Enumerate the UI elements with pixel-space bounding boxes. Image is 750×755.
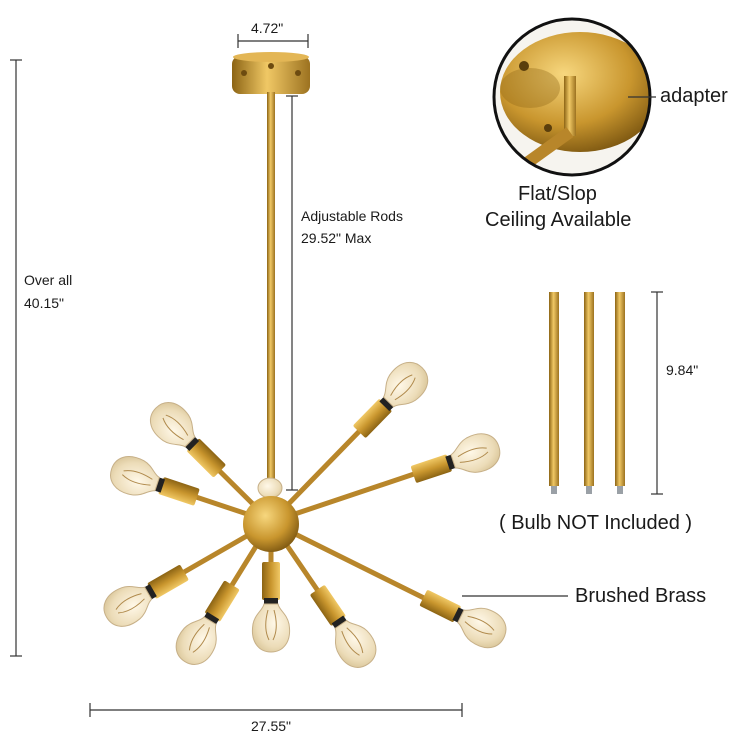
bulb-bottom-left bbox=[168, 574, 249, 672]
bulb-upper-right bbox=[345, 354, 436, 446]
rods-label-line2: 29.52" Max bbox=[301, 230, 372, 246]
adapter-detail bbox=[492, 17, 652, 177]
extension-rods bbox=[549, 292, 625, 494]
ceiling-label-line1: Flat/Slop bbox=[518, 183, 597, 205]
bulb-bottom-right bbox=[301, 578, 384, 676]
fixture-width-label: 27.55" bbox=[251, 718, 292, 734]
bulb-lower-left bbox=[96, 555, 195, 634]
bulb-mid-right bbox=[406, 428, 506, 493]
rod-length-dimension bbox=[651, 291, 663, 495]
overall-label-line1: Over all bbox=[24, 272, 73, 288]
canopy-width-dimension bbox=[237, 34, 309, 48]
adapter-label: adapter bbox=[660, 85, 728, 107]
bulb-upper-left bbox=[142, 394, 234, 486]
rods-height-dimension bbox=[286, 95, 298, 491]
canopy-width-label: 4.72" bbox=[251, 20, 284, 36]
bulb-mid-left bbox=[105, 450, 204, 516]
finish-label: Brushed Brass bbox=[575, 585, 707, 607]
fixture-width-dimension bbox=[89, 703, 463, 717]
ceiling-canopy bbox=[232, 52, 310, 94]
overall-height-dimension bbox=[10, 59, 22, 657]
rods-label-line1: Adjustable Rods bbox=[301, 208, 403, 224]
bulb-lower-right bbox=[414, 580, 513, 655]
bulb-note: ( Bulb NOT Included ) bbox=[499, 512, 693, 534]
ceiling-label-line2: Ceiling Available bbox=[485, 209, 632, 231]
rod-length-label: 9.84" bbox=[666, 362, 699, 378]
down-rod bbox=[267, 92, 275, 502]
overall-label-line2: 40.15" bbox=[24, 295, 65, 311]
center-sphere bbox=[243, 496, 299, 552]
bulb-rear bbox=[257, 477, 283, 499]
bulb-bottom-center bbox=[251, 561, 291, 653]
